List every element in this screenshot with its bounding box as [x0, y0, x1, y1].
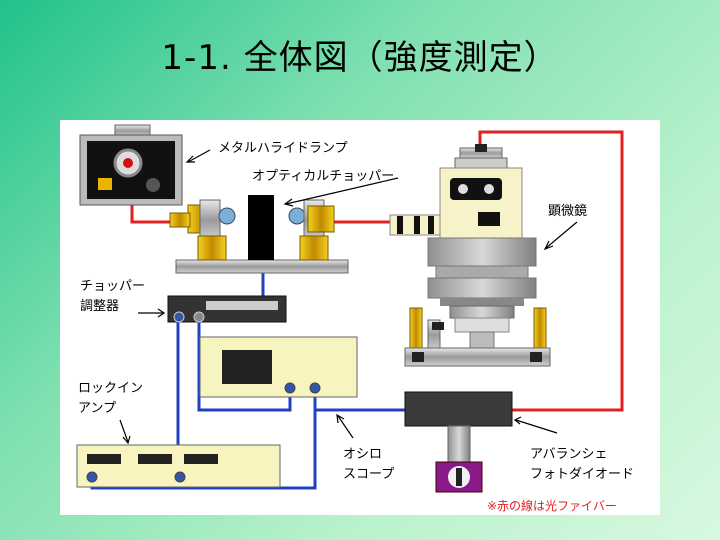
- chopper-blade: [248, 195, 274, 260]
- optical-fiber-lines: [130, 130, 624, 412]
- label-chopper: オプティカルチョッパー: [252, 169, 394, 184]
- label-oscilloscope-2: スコープ: [343, 467, 394, 482]
- label-chopper-controller-2: 調整器: [80, 299, 119, 314]
- label-apd-2: フォトダイオード: [530, 467, 634, 482]
- label-lamp: メタルハライドランプ: [218, 141, 348, 156]
- oscilloscope: [199, 336, 358, 398]
- diagram-panel: メタルハライドランプ オプティカルチョッパー 顕微鏡 チョッパー 調整器 ロック…: [60, 120, 660, 515]
- microscope: [389, 144, 551, 367]
- label-chopper-controller-1: チョッパー: [80, 279, 145, 294]
- optical-bench: [169, 195, 349, 274]
- label-arrows: [119, 149, 578, 445]
- lockin-amplifier: [76, 444, 281, 488]
- avalanche-photodiode: [404, 391, 513, 493]
- fiber-note: ※赤の線は光ファイバー: [487, 498, 617, 513]
- setup-diagram: メタルハライドランプ オプティカルチョッパー 顕微鏡 チョッパー 調整器 ロック…: [76, 124, 634, 513]
- label-lockin-2: アンプ: [78, 401, 116, 416]
- label-lockin-1: ロックイン: [78, 381, 143, 396]
- metal-halide-lamp: [79, 124, 183, 206]
- label-apd-1: アバランシェ: [530, 447, 607, 462]
- label-oscilloscope-1: オシロ: [343, 447, 382, 462]
- label-microscope: 顕微鏡: [548, 204, 587, 219]
- slide-title: 1-1. 全体図（強度測定）: [161, 38, 559, 78]
- chopper-controller: [167, 295, 287, 323]
